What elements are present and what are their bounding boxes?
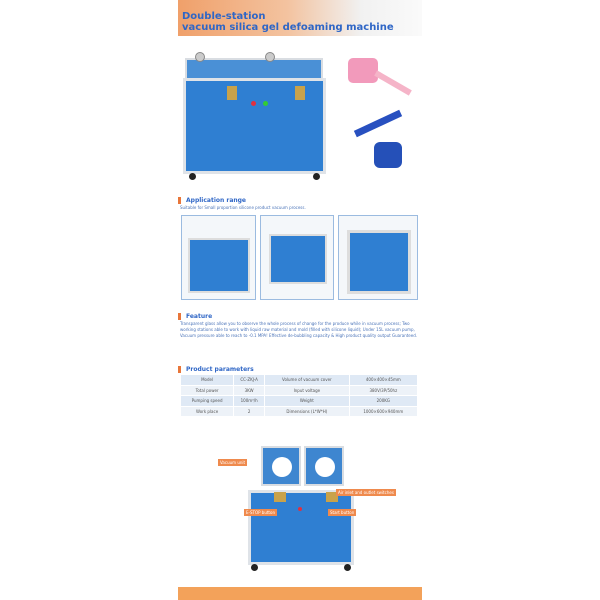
params-cell: Model (179, 374, 235, 386)
application-photo-3 (338, 215, 418, 300)
application-photo-2 (260, 215, 334, 300)
params-cell: Volume of vacuum cover (264, 374, 350, 386)
footer-bar (178, 587, 422, 600)
params-cell: 400×400×45mm (348, 374, 419, 386)
application-heading: Application range (178, 197, 246, 204)
application-text: Suitable for Small proportion silicone p… (180, 205, 306, 210)
params-cell: Dimensions (L*W*H) (264, 405, 350, 417)
feature-heading: Feature (178, 313, 212, 320)
annotated-machine-image (248, 440, 358, 575)
params-cell: 200KG (348, 395, 419, 407)
application-photo-1 (181, 215, 256, 300)
keychain-blue-image (374, 142, 402, 168)
keychain-pink-image (348, 58, 378, 83)
strap-blue-image (353, 109, 403, 138)
page-title: Double-station vacuum silica gel defoami… (182, 11, 394, 33)
params-cell: 3KW (233, 384, 266, 396)
params-cell: Total power (179, 384, 235, 396)
params-cell: CC-ZKJ-A (233, 374, 266, 386)
product-page: Double-station vacuum silica gel defoami… (178, 0, 422, 600)
strap-pink-image (374, 70, 412, 96)
params-cell: Pumping speed (179, 395, 235, 407)
params-cell: Input voltage (264, 384, 350, 396)
hero-machine-image (183, 52, 328, 187)
feature-text: Transparent glass allow you to observe t… (180, 321, 418, 339)
params-cell: Weight (264, 395, 350, 407)
callout-switches: Air inlet and outlet switches (336, 489, 396, 496)
params-cell: Work place (179, 405, 235, 417)
callout-estop: E-STOP button (244, 509, 277, 516)
params-heading: Product parameters (178, 366, 254, 373)
callout-start: Start button (328, 509, 357, 516)
callout-vacuum-unit: Vacuum unit (218, 459, 248, 466)
params-cell: 1000×600×940mm (348, 405, 419, 417)
params-cell: 380V/3P/50hz (348, 384, 419, 396)
params-cell: 100m³/h (233, 395, 266, 407)
params-cell: 2 (233, 405, 266, 417)
title-banner: Double-station vacuum silica gel defoami… (178, 0, 422, 36)
